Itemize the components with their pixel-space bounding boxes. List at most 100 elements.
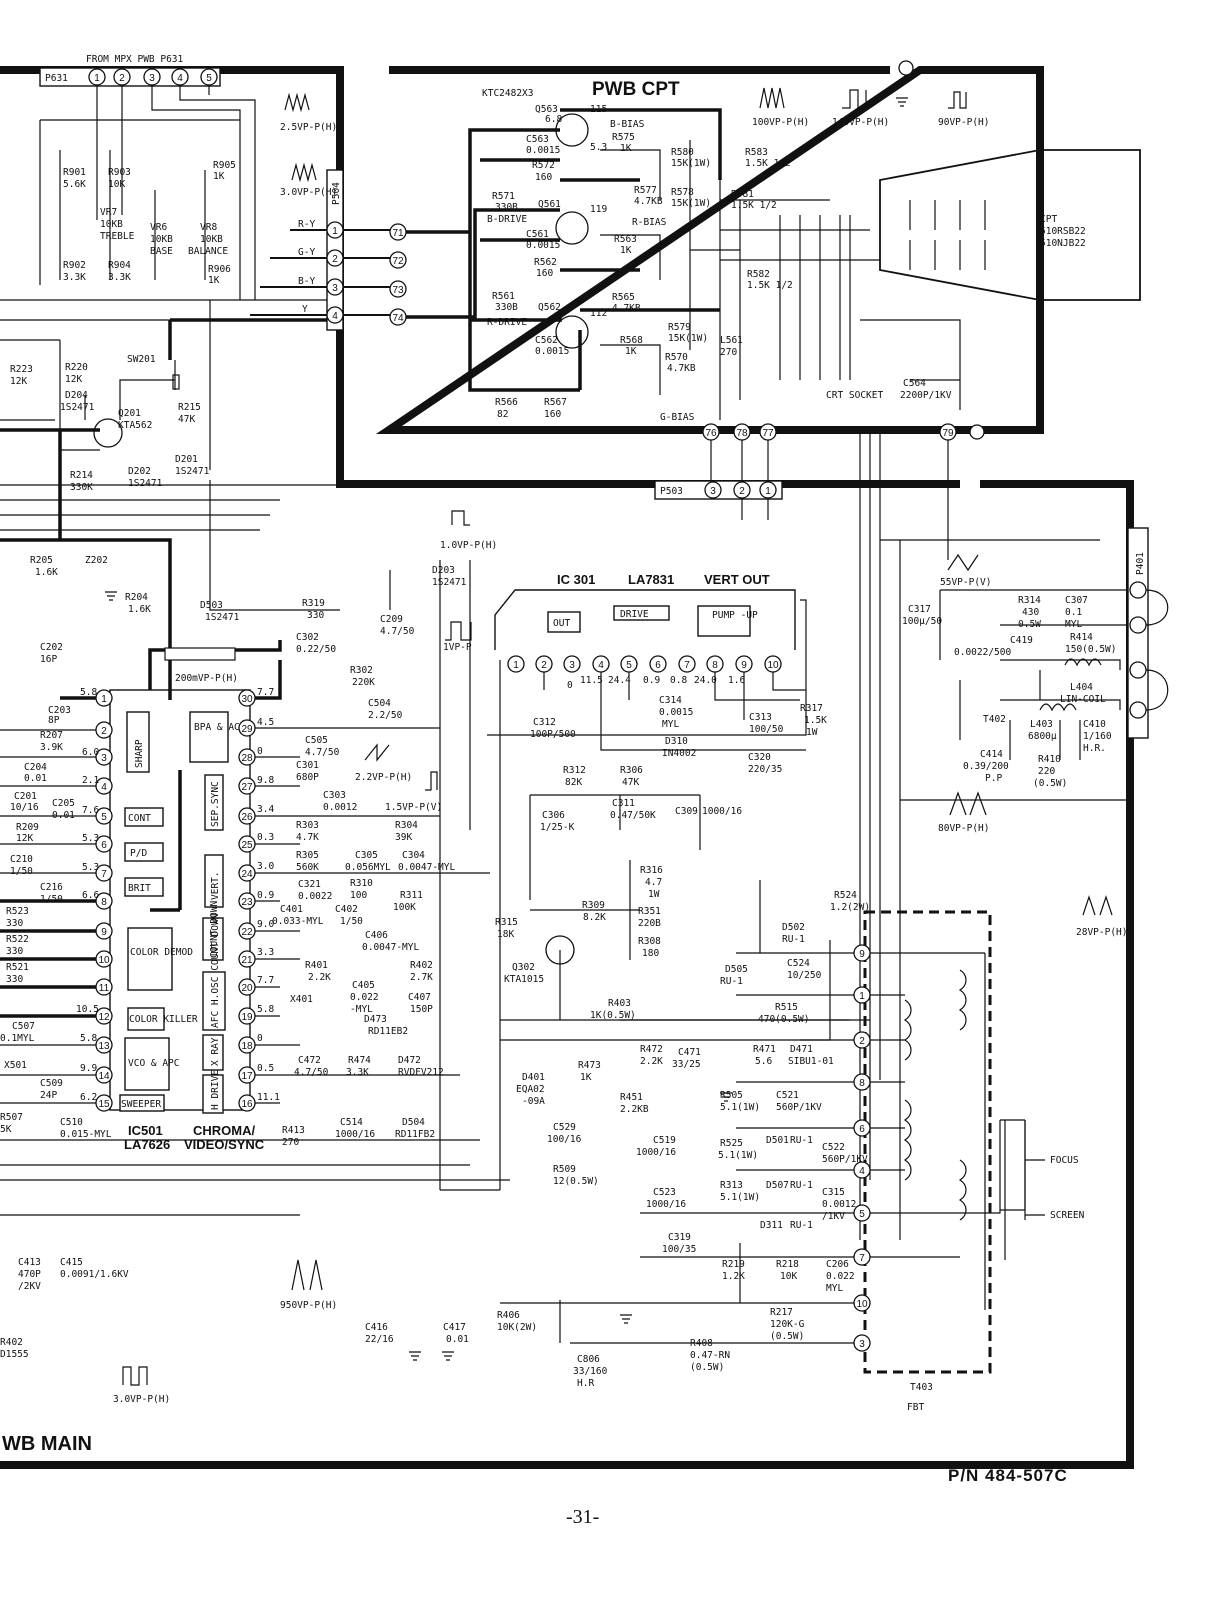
svg-text:R223: R223 — [10, 364, 33, 375]
svg-text:R472: R472 — [640, 1044, 663, 1055]
svg-text:1.0VP-P(H): 1.0VP-P(H) — [440, 540, 497, 551]
cpt-model: 510NJB22 — [1040, 238, 1086, 249]
svg-text:COUNT DOWN: COUNT DOWN — [209, 901, 220, 958]
svg-text:17: 17 — [241, 1071, 253, 1082]
svg-text:VR6: VR6 — [150, 222, 167, 233]
svg-text:VR8: VR8 — [200, 222, 217, 233]
svg-text:C472: C472 — [298, 1055, 321, 1066]
svg-text:C563: C563 — [526, 134, 549, 145]
delay-line-icon — [164, 647, 236, 661]
svg-text:R309: R309 — [582, 900, 605, 911]
svg-text:0.01: 0.01 — [24, 773, 47, 784]
svg-text:330: 330 — [6, 946, 23, 957]
fbt-t403-outline — [863, 910, 992, 1374]
svg-text:KTA1015: KTA1015 — [504, 974, 544, 985]
svg-text:(0.5W): (0.5W) — [770, 1331, 804, 1342]
svg-text:20: 20 — [241, 983, 253, 994]
svg-text:10.5: 10.5 — [76, 1004, 99, 1015]
svg-text:R580: R580 — [671, 147, 694, 158]
svg-text:1: 1 — [332, 226, 338, 237]
svg-text:0.022: 0.022 — [350, 992, 379, 1003]
svg-text:1W: 1W — [648, 889, 660, 900]
svg-text:1/50: 1/50 — [340, 916, 363, 927]
svg-text:2: 2 — [541, 660, 547, 671]
svg-text:560P/1KV: 560P/1KV — [822, 1154, 868, 1165]
svg-text:100/50: 100/50 — [749, 724, 784, 735]
connector-p401: P401 — [1127, 527, 1149, 739]
svg-text:0.0015: 0.0015 — [659, 707, 693, 718]
svg-text:950VP-P(H): 950VP-P(H) — [280, 1300, 337, 1311]
svg-text:C309: C309 — [675, 806, 698, 817]
svg-text:C320: C320 — [748, 752, 771, 763]
q201-transistor-icon — [93, 418, 123, 448]
svg-text:1S2471: 1S2471 — [205, 612, 240, 623]
svg-text:3.4: 3.4 — [257, 804, 274, 815]
svg-text:VR7: VR7 — [100, 207, 117, 218]
svg-text:11.1: 11.1 — [257, 1092, 280, 1103]
svg-text:C201: C201 — [14, 791, 37, 802]
svg-text:4.7KB: 4.7KB — [612, 303, 641, 314]
svg-text:C524: C524 — [787, 958, 810, 969]
svg-text:5K: 5K — [0, 1124, 12, 1135]
svg-text:X401: X401 — [290, 994, 313, 1005]
svg-text:9.9: 9.9 — [80, 1063, 97, 1074]
svg-text:R562: R562 — [534, 257, 557, 268]
cpt-pin-label: 72 — [392, 256, 404, 267]
svg-text:1K: 1K — [625, 346, 637, 357]
svg-text:3.3K: 3.3K — [108, 272, 131, 283]
svg-text:4.7K: 4.7K — [296, 832, 319, 843]
svg-text:0.015-MYL: 0.015-MYL — [60, 1129, 112, 1140]
svg-text:0.5: 0.5 — [257, 1063, 274, 1074]
svg-text:30: 30 — [241, 694, 253, 705]
svg-text:C505: C505 — [305, 735, 328, 746]
ic301-chip: OUT DRIVE PUMP -UP — [494, 589, 796, 650]
svg-text:10/16: 10/16 — [10, 802, 39, 813]
svg-text:R505: R505 — [720, 1090, 743, 1101]
svg-text:0.0022/500: 0.0022/500 — [954, 647, 1011, 658]
svg-text:330: 330 — [307, 610, 324, 621]
svg-text:10/250: 10/250 — [787, 970, 822, 981]
svg-text:R209: R209 — [16, 822, 39, 833]
cpt-model: 510RSB22 — [1040, 226, 1086, 237]
svg-text:6: 6 — [101, 840, 107, 851]
pwb-main-title: WB MAIN — [2, 1433, 92, 1455]
svg-text:9: 9 — [101, 927, 107, 938]
svg-text:R579: R579 — [668, 322, 691, 333]
svg-text:C561: C561 — [526, 229, 549, 240]
svg-text:R522: R522 — [6, 934, 29, 945]
svg-text:1.6K: 1.6K — [128, 604, 151, 615]
svg-text:D504: D504 — [402, 1117, 425, 1128]
svg-text:D472: D472 — [398, 1055, 421, 1066]
svg-text:6.2: 6.2 — [80, 1092, 97, 1103]
svg-text:24: 24 — [241, 869, 253, 880]
svg-text:CONT: CONT — [128, 813, 151, 824]
svg-text:55VP-P(V): 55VP-P(V) — [940, 577, 991, 588]
svg-text:RD11FB2: RD11FB2 — [395, 1129, 435, 1140]
svg-text:H DRIVE: H DRIVE — [210, 1070, 221, 1110]
svg-text:4: 4 — [598, 660, 604, 671]
svg-text:R218: R218 — [776, 1259, 799, 1270]
svg-text:220: 220 — [1038, 766, 1055, 777]
svg-text:FOCUS: FOCUS — [1050, 1155, 1079, 1166]
svg-text:C206: C206 — [826, 1259, 849, 1270]
svg-text:G-Y: G-Y — [298, 247, 315, 258]
svg-text:1K(0.5W): 1K(0.5W) — [590, 1010, 636, 1021]
svg-text:R215: R215 — [178, 402, 201, 413]
svg-text:12K: 12K — [10, 376, 27, 387]
svg-text:R406: R406 — [497, 1310, 520, 1321]
svg-text:R207: R207 — [40, 730, 63, 741]
svg-text:R471: R471 — [753, 1044, 776, 1055]
svg-text:R414: R414 — [1070, 632, 1093, 643]
p631-pin-label: 4 — [177, 73, 183, 84]
svg-text:180: 180 — [642, 948, 659, 959]
ic501-function: VIDEO/SYNC — [184, 1137, 265, 1152]
svg-text:SHARP: SHARP — [134, 739, 145, 768]
svg-text:28: 28 — [241, 753, 253, 764]
ic301-function: VERT OUT — [704, 572, 770, 587]
svg-text:0.1MYL: 0.1MYL — [0, 1033, 35, 1044]
svg-text:6.0: 6.0 — [82, 747, 99, 758]
svg-text:D201: D201 — [175, 454, 198, 465]
